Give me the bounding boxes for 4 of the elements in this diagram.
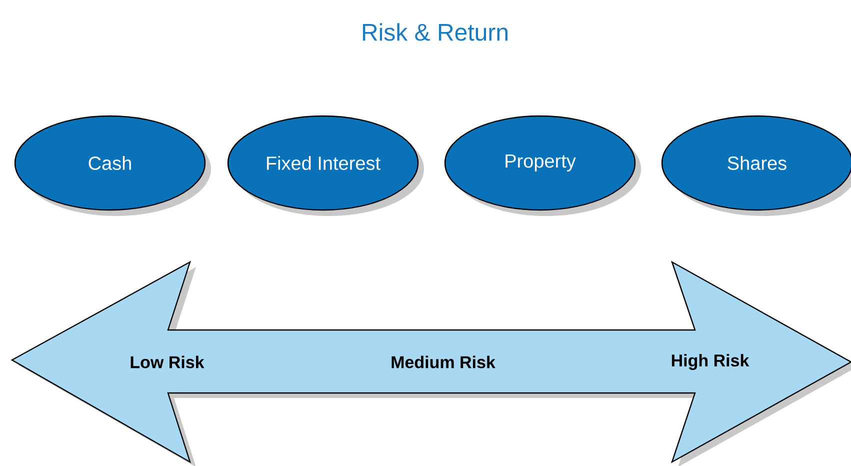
scale-label: Low Risk <box>130 356 204 368</box>
scale-label: High Risk <box>672 354 750 370</box>
title: Risk & Return <box>362 23 508 41</box>
scale-label: Medium Risk <box>392 356 496 368</box>
